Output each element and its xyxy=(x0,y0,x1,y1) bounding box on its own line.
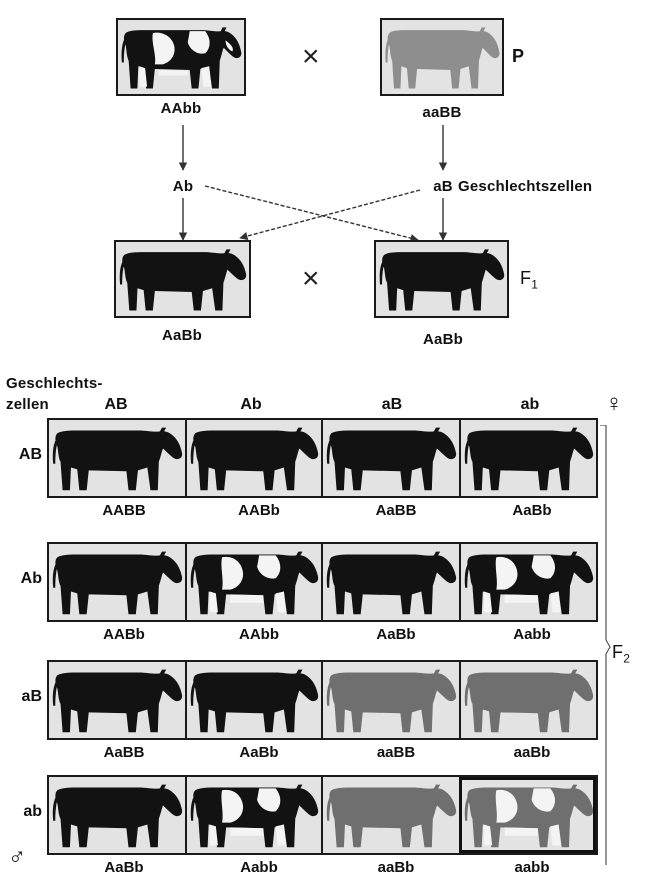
generation-f2-label: F2 xyxy=(612,642,630,666)
f1-cross-symbol: × xyxy=(302,262,320,295)
parent-right-genotype: aaBB xyxy=(422,104,462,121)
offspring-image xyxy=(321,544,459,620)
column-gamete-ab: ab xyxy=(520,396,540,413)
column-gamete-Ab: Ab xyxy=(240,396,262,413)
offspring-genotype: AaBb xyxy=(512,502,552,519)
f1-right-image xyxy=(374,240,509,318)
f1-left-image xyxy=(114,240,251,318)
offspring-image xyxy=(459,662,596,738)
offspring-genotype: AABb xyxy=(103,626,145,643)
f1-left-genotype: AaBb xyxy=(162,327,202,344)
female-symbol: ♀ xyxy=(605,390,624,417)
generation-f1-label: F1 xyxy=(520,268,538,292)
offspring-genotype: aabb xyxy=(514,859,550,876)
punnett-header-line2: zellen xyxy=(6,396,49,413)
inheritance-arrows xyxy=(178,125,448,243)
offspring-image xyxy=(185,544,321,620)
offspring-image xyxy=(321,420,459,496)
row-gamete-ab: ab xyxy=(23,803,42,820)
row-gamete-aB: aB xyxy=(21,688,42,705)
offspring-image xyxy=(49,777,185,853)
offspring-genotype: AABb xyxy=(238,502,280,519)
offspring-image xyxy=(321,662,459,738)
offspring-genotype: aaBB xyxy=(376,744,416,761)
offspring-image xyxy=(459,544,596,620)
offspring-image xyxy=(185,777,321,853)
punnett-row xyxy=(47,542,598,622)
row-gamete-AB: AB xyxy=(18,446,42,463)
parent-right-image xyxy=(380,18,504,96)
offspring-genotype: AaBB xyxy=(103,744,145,761)
offspring-image xyxy=(49,544,185,620)
parent-cross-symbol: × xyxy=(302,40,320,73)
parent-left-genotype: AAbb xyxy=(160,100,202,117)
offspring-genotype: aaBb xyxy=(513,744,551,761)
offspring-genotype: AAbb xyxy=(239,626,279,643)
column-gamete-AB: AB xyxy=(104,396,128,413)
offspring-image xyxy=(321,777,459,853)
offspring-image xyxy=(49,662,185,738)
offspring-image xyxy=(49,420,185,496)
f1-right-genotype: AaBb xyxy=(423,331,463,348)
offspring-genotype: AaBb xyxy=(376,626,416,643)
gamete-left-label: Ab xyxy=(172,178,194,195)
column-gamete-aB: aB xyxy=(381,396,403,413)
offspring-image xyxy=(185,420,321,496)
generation-f1-letter: F xyxy=(520,268,532,288)
punnett-row xyxy=(47,775,598,855)
f2-bracket xyxy=(600,425,611,865)
punnett-row xyxy=(47,418,598,498)
gametes-caption: Geschlechtszellen xyxy=(458,178,593,195)
offspring-genotype: Aabb xyxy=(240,859,278,876)
offspring-genotype: AaBb xyxy=(104,859,144,876)
offspring-genotype: aaBb xyxy=(377,859,415,876)
parent-left-image xyxy=(116,18,246,96)
gamete-right-label: aB xyxy=(433,178,453,195)
offspring-genotype: Aabb xyxy=(513,626,551,643)
offspring-genotype: AaBb xyxy=(239,744,279,761)
offspring-image xyxy=(185,662,321,738)
offspring-genotype: AABB xyxy=(102,502,146,519)
male-symbol: ♂ xyxy=(8,843,27,870)
generation-f2-letter: F xyxy=(612,642,624,662)
generation-f1-subscript: 1 xyxy=(531,277,539,292)
offspring-genotype: AaBB xyxy=(375,502,417,519)
punnett-row xyxy=(47,660,598,740)
generation-p-label: P xyxy=(512,46,525,66)
offspring-image xyxy=(459,777,596,853)
offspring-image xyxy=(459,420,596,496)
punnett-header-line1: Geschlechts- xyxy=(6,375,103,392)
row-gamete-Ab: Ab xyxy=(20,570,42,587)
generation-f2-subscript: 2 xyxy=(623,651,631,666)
